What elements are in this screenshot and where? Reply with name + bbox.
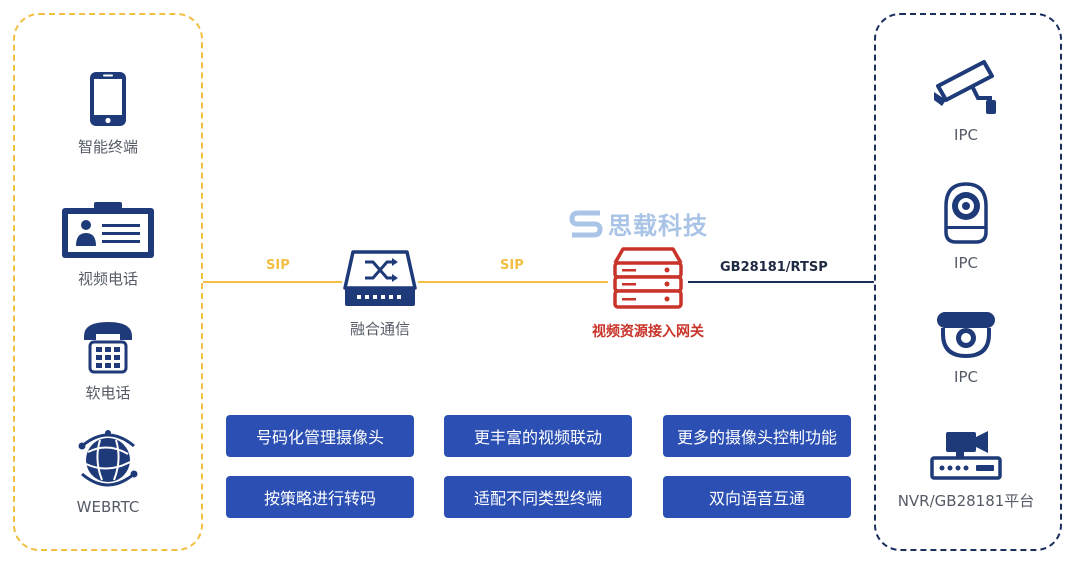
ipc-node-1: IPC <box>916 56 1016 144</box>
switch-label: 融合通信 <box>349 320 410 338</box>
feature-richer-video-linkage: 更丰富的视频联动 <box>444 415 632 457</box>
device-label: 软电话 <box>85 384 131 402</box>
dome-camera-icon <box>937 312 995 359</box>
camera-device-group <box>874 13 1062 551</box>
brand-name: 思载科技 <box>608 212 708 240</box>
device-label: 视频电话 <box>77 270 138 288</box>
nvr-recorder-icon <box>930 431 1002 480</box>
gb-link-right-label: GB28181/RTSP <box>720 260 828 275</box>
sip-link-mid-label: SIP <box>500 258 524 273</box>
device-label: WEBRTC <box>76 498 140 516</box>
feature-two-way-voice: 双向语音互通 <box>663 476 851 518</box>
client-device-group <box>13 13 203 551</box>
desk-phone-icon <box>84 322 132 374</box>
ipc-node-3: IPC <box>916 308 1016 386</box>
globe-network-icon <box>78 430 138 487</box>
brand-watermark: 思载科技 <box>568 206 708 241</box>
softphone-node: 软电话 <box>58 318 158 403</box>
device-label: IPC <box>954 126 978 144</box>
ipc-node-2: IPC <box>916 180 1016 272</box>
feature-more-camera-control: 更多的摄像头控制功能 <box>663 415 851 457</box>
video-phone-icon <box>62 202 154 258</box>
feature-policy-transcoding: 按策略进行转码 <box>226 476 414 518</box>
gateway-server-icon <box>613 247 683 309</box>
network-switch-icon <box>343 250 417 306</box>
webrtc-node: WEBRTC <box>58 430 158 516</box>
video-phone-node: 视频电话 <box>48 202 168 289</box>
nvr-node: NVR/GB28181平台 <box>888 428 1044 511</box>
brand-logo-icon <box>569 210 603 237</box>
device-label: 智能终端 <box>77 138 138 156</box>
bullet-camera-icon <box>934 60 996 114</box>
device-label: IPC <box>954 368 978 386</box>
feature-number-managed-camera: 号码化管理摄像头 <box>226 415 414 457</box>
smart-terminal-node: 智能终端 <box>58 70 158 157</box>
device-label: NVR/GB28181平台 <box>897 492 1035 510</box>
smartphone-icon <box>90 72 126 126</box>
fusion-comm-node: 融合通信 <box>320 248 440 339</box>
device-label: IPC <box>954 254 978 272</box>
pt-camera-icon <box>944 182 988 244</box>
video-gateway-node: 视频资源接入网关 <box>578 245 718 341</box>
feature-adapt-terminals: 适配不同类型终端 <box>444 476 632 518</box>
sip-link-left-label: SIP <box>266 258 290 273</box>
gateway-label: 视频资源接入网关 <box>592 324 704 340</box>
